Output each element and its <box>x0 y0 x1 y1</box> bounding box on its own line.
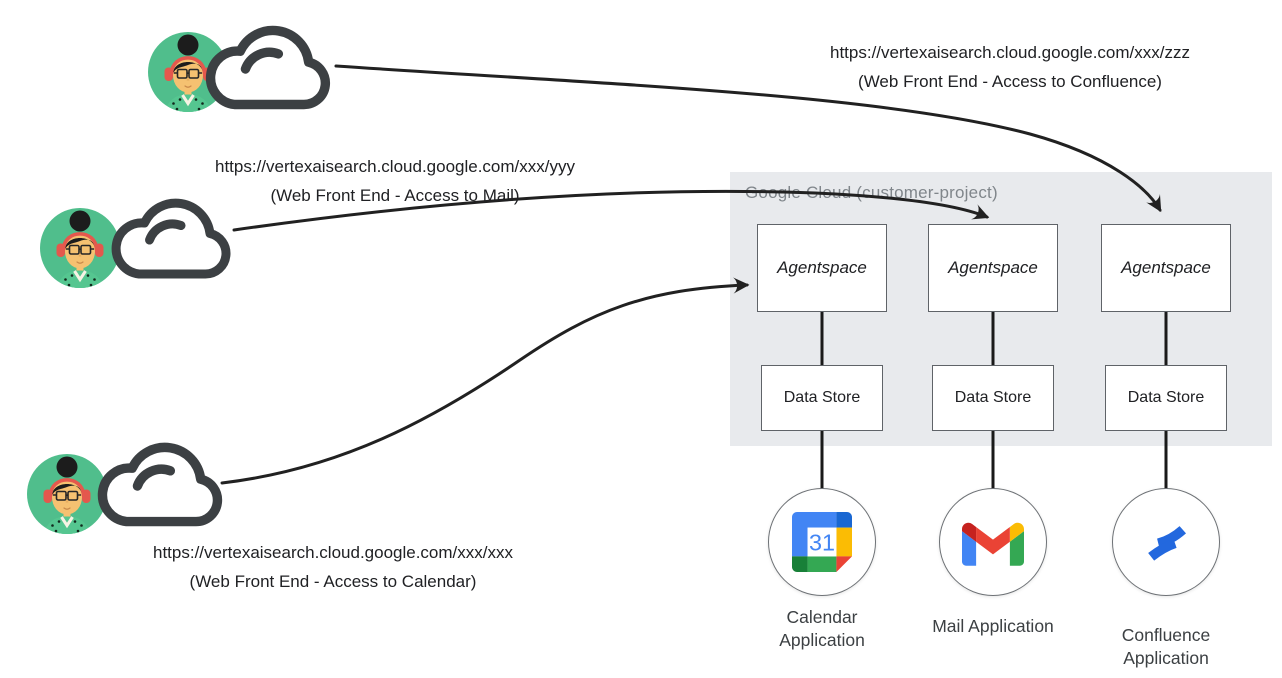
agentspace-box-calendar: Agentspace <box>757 224 887 312</box>
mail-url-caption: (Web Front End - Access to Mail) <box>270 186 520 205</box>
confluence-icon <box>1148 526 1187 561</box>
confluence-url-label: https://vertexaisearch.cloud.google.com/… <box>775 38 1245 96</box>
calendar-user-avatar <box>27 454 107 534</box>
gmail-icon <box>962 522 1024 566</box>
calendar-app-label: Calendar Application <box>779 607 865 650</box>
calendar-day-text: 31 <box>809 529 835 555</box>
calendar-user-cloud-icon <box>102 447 217 521</box>
confluence-url-caption: (Web Front End - Access to Confluence) <box>858 72 1162 91</box>
mail-user-cloud-icon <box>116 203 226 274</box>
arrow-mail-user-to-agentspace2 <box>232 189 990 232</box>
confluence-app-label: Confluence Application <box>1121 625 1211 668</box>
mail-url-label: https://vertexaisearch.cloud.google.com/… <box>160 152 630 210</box>
agentspace-label: Agentspace <box>948 258 1038 277</box>
google-calendar-icon: 31 <box>792 512 852 572</box>
confluence-url: https://vertexaisearch.cloud.google.com/… <box>830 43 1190 62</box>
datastore-box-confluence: Data Store <box>1105 365 1227 431</box>
arrow-calendar-user-to-agentspace1 <box>220 277 750 485</box>
arrow-confluence-user-to-agentspace3 <box>334 64 1162 213</box>
calendar-app-circle: 31 <box>768 488 876 596</box>
calendar-url-label: https://vertexaisearch.cloud.google.com/… <box>98 538 568 596</box>
mail-app-label: Mail Application <box>932 616 1054 636</box>
agentspace-label: Agentspace <box>1121 258 1211 277</box>
datastore-box-calendar: Data Store <box>761 365 883 431</box>
mail-app-circle <box>939 488 1047 596</box>
confluence-user-cloud-icon <box>211 30 326 104</box>
datastore-label: Data Store <box>783 389 861 406</box>
datastore-label: Data Store <box>1127 389 1205 406</box>
confluence-app-circle <box>1112 488 1220 596</box>
datastore-label: Data Store <box>954 389 1032 406</box>
mail-user-avatar <box>40 208 120 288</box>
agentspace-box-confluence: Agentspace <box>1101 224 1231 312</box>
google-cloud-region-label: Google Cloud (customer-project) <box>745 183 998 202</box>
calendar-url: https://vertexaisearch.cloud.google.com/… <box>153 543 513 562</box>
datastore-box-mail: Data Store <box>932 365 1054 431</box>
mail-url: https://vertexaisearch.cloud.google.com/… <box>215 157 575 176</box>
agentspace-box-mail: Agentspace <box>928 224 1058 312</box>
agentspace-label: Agentspace <box>777 258 867 277</box>
calendar-url-caption: (Web Front End - Access to Calendar) <box>189 572 477 591</box>
